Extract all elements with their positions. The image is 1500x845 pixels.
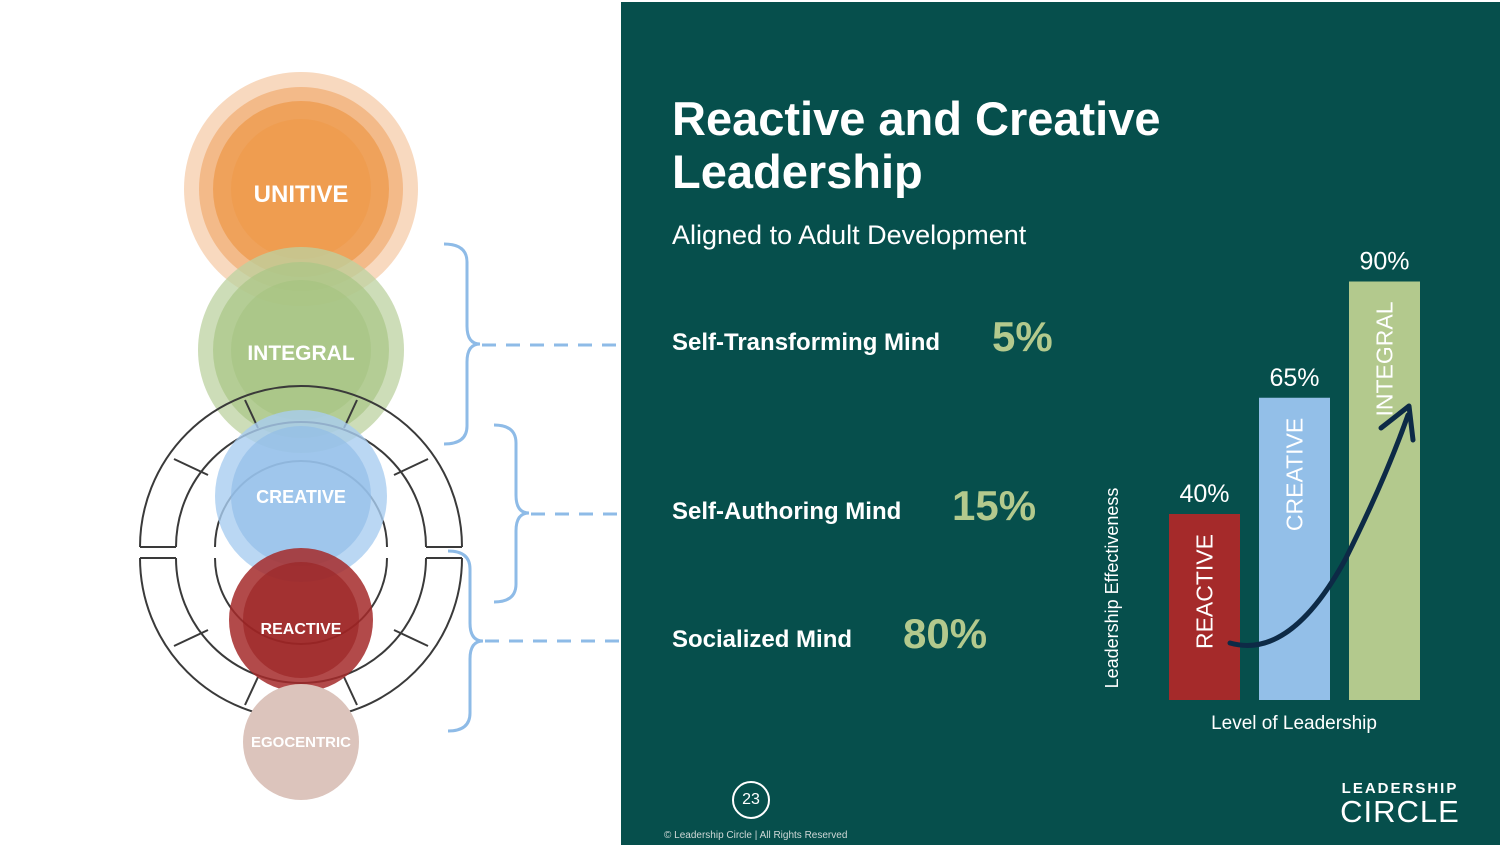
bar-creative: [1259, 397, 1330, 700]
integral-circle: [198, 247, 404, 453]
mind-label-self-transforming: Self-Transforming Mind: [672, 329, 941, 356]
chart-ylabel: Leadership Effectiveness: [1102, 488, 1122, 689]
copyright-text: © Leadership Circle | All Rights Reserve…: [664, 830, 848, 841]
bar-value-label-integral: 90%: [1359, 248, 1409, 276]
page-number: 23: [732, 781, 770, 819]
egocentric-label: EGOCENTRIC: [251, 734, 351, 751]
bracket-self-transforming: [443, 242, 481, 446]
bracket-self-authoring: [493, 423, 530, 604]
bar-category-label-integral: INTEGRAL: [1372, 301, 1398, 416]
creative-label: CREATIVE: [256, 487, 346, 507]
egocentric-circle: [243, 684, 359, 800]
bar-reactive: [1169, 514, 1240, 700]
mind-percent-self-authoring: 15%: [952, 482, 1037, 529]
logo-line-1: LEADERSHIP: [1341, 780, 1459, 797]
bar-category-label-creative: CREATIVE: [1282, 418, 1308, 531]
mind-label-socialized: Socialized Mind: [672, 626, 853, 653]
mind-label-self-authoring: Self-Authoring Mind: [672, 498, 902, 525]
bar-value-label-creative: 65%: [1269, 364, 1319, 392]
mind-percent-self-transforming: 5%: [992, 313, 1053, 360]
slide-title: Reactive and Creative Leadership: [672, 92, 1161, 198]
unitive-label: UNITIVE: [254, 181, 349, 208]
integral-label: INTEGRAL: [247, 342, 355, 365]
slide-subtitle: Aligned to Adult Development: [672, 220, 1027, 250]
mind-percent-socialized: 80%: [903, 610, 988, 657]
unitive-circle: [184, 72, 418, 306]
creative-circle: [215, 410, 387, 582]
trend-arrow: [1227, 412, 1411, 648]
chart-xlabel: Level of Leadership: [1211, 713, 1377, 734]
bracket-socialized: [447, 549, 484, 733]
bar-integral: [1349, 281, 1420, 700]
logo-line-2: CIRCLE: [1340, 794, 1460, 829]
trend-arrowhead: [1378, 403, 1416, 443]
bar-category-label-reactive: REACTIVE: [1192, 534, 1218, 649]
reactive-label: REACTIVE: [261, 621, 342, 638]
bar-value-label-reactive: 40%: [1179, 480, 1229, 508]
leadership-circle-logo: LEADERSHIP CIRCLE: [1330, 780, 1470, 827]
reactive-circle: [229, 548, 373, 692]
